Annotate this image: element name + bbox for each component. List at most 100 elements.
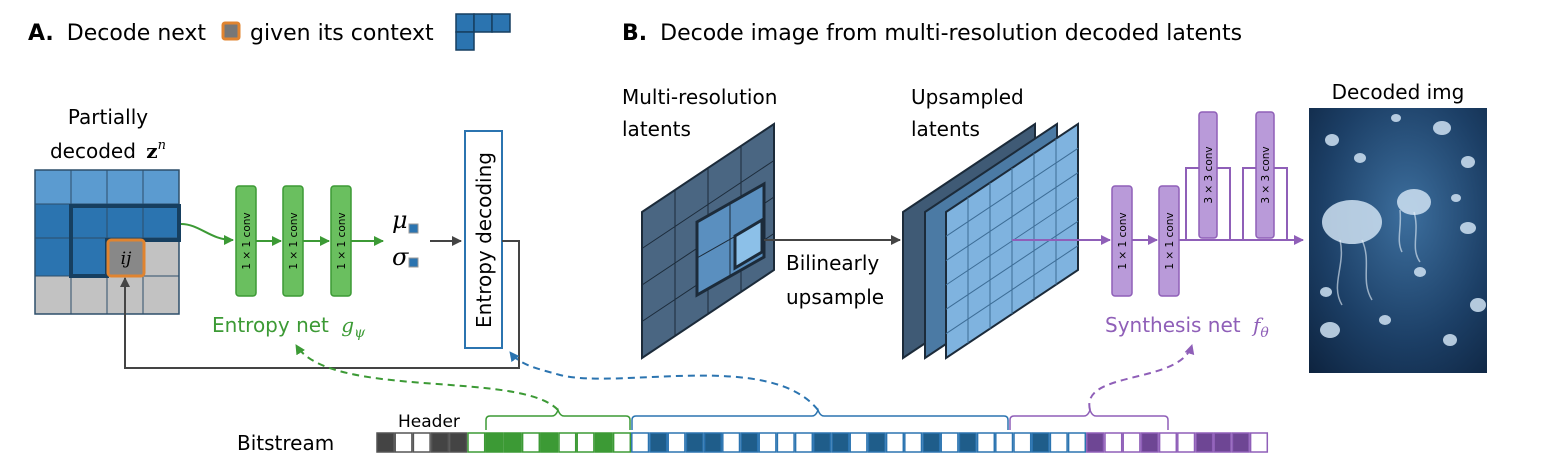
latent-bit	[631, 432, 650, 453]
synthesis-conv1x1-2-label: 1 × 1 conv	[1164, 212, 1176, 269]
entropy-bit	[540, 432, 559, 453]
multires-label-2: latents	[622, 117, 691, 141]
latent-bit	[922, 432, 941, 453]
latent-bit	[849, 432, 868, 453]
synthesis-bit	[1122, 432, 1141, 453]
synthesis-bit	[1086, 432, 1105, 453]
entropy-bit	[576, 432, 595, 453]
grid-to-entropy-arrow	[180, 223, 234, 245]
panel-b-letter: B.	[622, 21, 647, 46]
partially-decoded-grid: ij	[34, 169, 181, 315]
latent-bit	[649, 432, 668, 453]
header-bit	[412, 432, 431, 453]
latent-bit	[958, 432, 977, 453]
upsampled-label-1: Upsampled	[911, 85, 1024, 109]
synthesis-bit	[1249, 432, 1269, 453]
latent-bit	[722, 432, 741, 453]
latent-bit	[776, 432, 795, 453]
panel-a-title: A. Decode next	[28, 21, 206, 46]
bitstream-label: Bitstream	[237, 431, 334, 455]
multires-label-1: Multi-resolution	[622, 85, 777, 109]
latent-bit	[831, 432, 850, 453]
latent-bit	[940, 432, 959, 453]
entropy-bit	[594, 432, 613, 453]
sigma-cell-icon	[408, 257, 419, 268]
latent-bit	[703, 432, 723, 453]
synthesis-bit	[1231, 432, 1250, 453]
entropy-net: 1 × 1 conv 1 × 1 conv 1 × 1 conv	[235, 185, 384, 297]
latent-bit	[794, 432, 814, 453]
latent-bit	[740, 432, 759, 453]
synthesis-conv1x1-1-label: 1 × 1 conv	[1117, 212, 1129, 269]
bitstream	[376, 432, 1269, 453]
entropy-decoding-label: Entropy decoding	[472, 152, 496, 328]
next-cell-icon	[221, 21, 241, 41]
current-cell-label: ij	[121, 249, 132, 269]
sigma-symbol: σ	[392, 243, 409, 271]
synthesis-conv3x3-1	[1198, 111, 1218, 239]
synthesis-bit	[1104, 432, 1123, 453]
panel-b-title-text: Decode image from multi-resolution decod…	[660, 21, 1242, 46]
synthesis-net: 1 × 1 conv 1 × 1 conv 3 × 3 conv 3 × 3 c…	[1111, 111, 1304, 297]
synthesis-params-dashed-arrow	[1088, 344, 1195, 411]
feedback-arrow	[120, 240, 520, 369]
synthesis-bit	[1195, 432, 1214, 453]
latent-bit	[995, 432, 1014, 453]
entropy-decoding-box	[464, 130, 503, 349]
synthesis-brace	[1009, 407, 1169, 430]
entropy-conv-2-label: 1 × 1 conv	[288, 212, 300, 269]
synthesis-conv3x3-2-label: 3 × 3 conv	[1260, 146, 1272, 203]
entropy-bit	[485, 432, 504, 453]
header-bit	[394, 432, 413, 453]
latent-bit	[976, 432, 996, 453]
panel-a-letter: A.	[28, 21, 54, 46]
entropy-net-label: Entropy net gψ	[212, 313, 366, 341]
context-shape-icon	[455, 13, 511, 51]
multires-latents	[641, 122, 775, 360]
current-cell	[106, 238, 146, 278]
synthesis-conv3x3-2	[1255, 111, 1275, 239]
latent-bit	[1013, 432, 1032, 453]
synthesis-net-label: Synthesis net fθ	[1105, 313, 1269, 341]
latent-bit	[1031, 432, 1050, 453]
header-bit	[449, 432, 468, 453]
mu-symbol: μ	[392, 206, 408, 234]
entropy-params-dashed-arrow	[295, 344, 559, 411]
latent-bit	[758, 432, 777, 453]
panel-a-title-text-1: Decode next	[67, 21, 207, 46]
entropy-bit	[612, 432, 632, 453]
entropy-brace	[485, 407, 631, 430]
latent-dashed-arrow	[509, 351, 819, 411]
synthesis-bit	[1140, 432, 1159, 453]
entropy-bit	[503, 432, 522, 453]
latent-brace	[631, 407, 1009, 430]
synthesis-bit	[1177, 432, 1196, 453]
panel-a-title-text-2: given its context	[250, 21, 434, 46]
header-bit	[376, 432, 395, 453]
upsampled-label-2: latents	[911, 117, 980, 141]
header-bit	[430, 432, 450, 453]
mu-cell-icon	[408, 223, 419, 234]
panel-b-title: B. Decode image from multi-resolution de…	[622, 21, 1242, 46]
decoded-image	[1309, 108, 1487, 373]
grid-title-line1: Partially	[68, 105, 148, 129]
entropy-conv-3-label: 1 × 1 conv	[336, 212, 348, 269]
latent-bit	[867, 432, 886, 453]
synthesis-bit	[1213, 432, 1232, 453]
entropy-bit	[558, 432, 577, 453]
entropy-bit	[521, 432, 541, 453]
latent-bit	[667, 432, 686, 453]
decoded-img-label: Decoded img	[1332, 80, 1465, 104]
latent-bit	[885, 432, 905, 453]
bilinear-label-2: upsample	[786, 285, 884, 309]
header-label: Header	[398, 412, 460, 432]
latent-bit	[813, 432, 832, 453]
context-outline	[69, 204, 181, 278]
entropy-conv-1-label: 1 × 1 conv	[241, 212, 253, 269]
latent-bit	[1067, 432, 1087, 453]
grid-title-line2: decoded zn	[50, 138, 166, 163]
entropy-bit	[467, 432, 486, 453]
latent-bit	[904, 432, 923, 453]
